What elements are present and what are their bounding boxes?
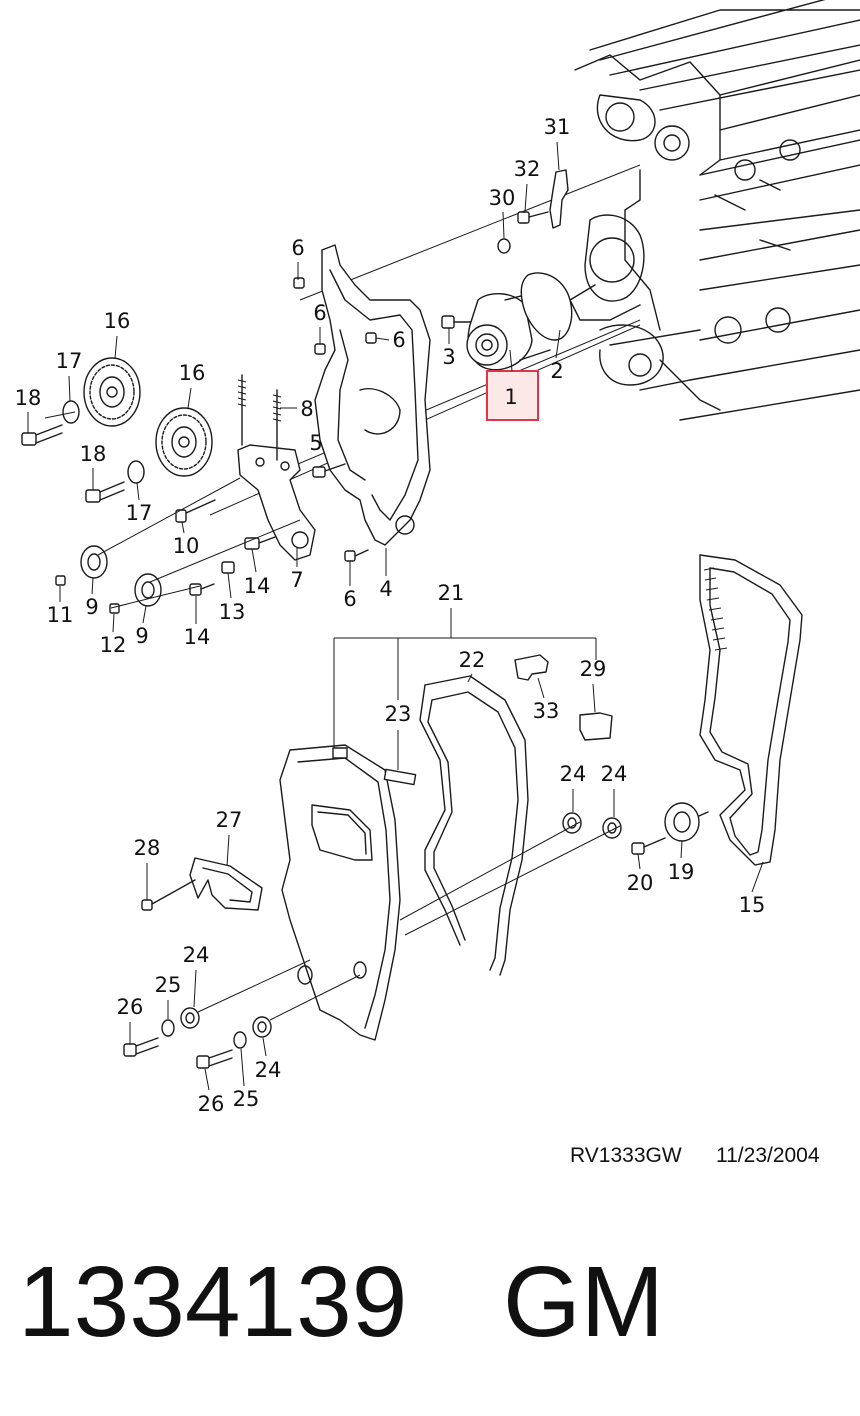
callout-7: 7: [290, 568, 303, 592]
callout-25a: 25: [155, 973, 182, 997]
bolt-32: [517, 211, 549, 224]
callout-33: 33: [533, 699, 560, 723]
reference-date: 11/23/2004: [716, 1144, 820, 1167]
part-number: 1334139: [18, 1246, 407, 1358]
washer-25: [161, 1019, 247, 1049]
callout-23: 23: [385, 702, 412, 726]
gasket-22: [419, 675, 529, 976]
clip-31: [549, 169, 569, 229]
water-pump-gasket: [520, 272, 573, 341]
callout-20: 20: [627, 871, 654, 895]
mount-bracket: [237, 444, 316, 561]
callout-4: 4: [379, 577, 392, 601]
callout-14b: 14: [184, 625, 211, 649]
callout-18a: 18: [15, 386, 42, 410]
callout-24c: 24: [183, 943, 210, 967]
callout-19: 19: [668, 860, 695, 884]
callout-24a: 24: [560, 762, 587, 786]
callout-27: 27: [216, 808, 243, 832]
callout-6a: 6: [291, 236, 304, 260]
cam-gear-1: [83, 357, 141, 427]
callout-labels: 1 2 3 4 5 6 6 6 6 7 8 9 9 10 11 12 13 14…: [15, 115, 766, 1116]
callout-18b: 18: [80, 442, 107, 466]
callout-22: 22: [459, 648, 486, 672]
callout-12: 12: [100, 633, 127, 657]
callout-17a: 17: [56, 349, 83, 373]
clip-29: [579, 712, 613, 741]
callout-24b: 24: [601, 762, 628, 786]
callout-28: 28: [134, 836, 161, 860]
callout-21: 21: [438, 581, 465, 605]
callout-8: 8: [300, 397, 313, 421]
callout-10: 10: [173, 534, 200, 558]
callout-13: 13: [219, 600, 246, 624]
callout-5: 5: [309, 431, 322, 455]
bolt-3: [441, 315, 471, 329]
callout-11: 11: [47, 603, 74, 627]
engine-block: [569, 0, 860, 421]
callout-24d: 24: [255, 1058, 282, 1082]
brand: GM: [503, 1246, 664, 1358]
washer-30: [497, 238, 511, 254]
callout-16b: 16: [179, 361, 206, 385]
bolt-26: [123, 1037, 233, 1069]
callout-32: 32: [514, 157, 541, 181]
callout-9b: 9: [135, 624, 148, 648]
washer-17: [62, 400, 145, 484]
callout-3: 3: [442, 345, 455, 369]
callout-2: 2: [550, 359, 563, 383]
grommet-24: [180, 812, 622, 1038]
callout-29: 29: [580, 657, 607, 681]
callout-17b: 17: [126, 501, 153, 525]
callout-25b: 25: [233, 1087, 260, 1111]
seal-23: [383, 768, 417, 786]
callout-26b: 26: [198, 1092, 225, 1116]
callout-16a: 16: [104, 309, 131, 333]
callout-15: 15: [739, 893, 766, 917]
callout-9a: 9: [85, 595, 98, 619]
cam-gear-2: [155, 407, 213, 477]
callout-6c: 6: [392, 328, 405, 352]
outer-timing-cover: [279, 744, 401, 1041]
reference-code: RV1333GW: [570, 1144, 682, 1167]
bolt-18: [21, 424, 125, 503]
callout-30: 30: [489, 186, 516, 210]
bolt-28: [141, 879, 196, 911]
callout-1: 1: [504, 385, 517, 409]
callout-31: 31: [544, 115, 571, 139]
callout-6b: 6: [313, 301, 326, 325]
highlight-box: [486, 370, 539, 421]
bolt-20: [631, 837, 666, 855]
callout-26a: 26: [117, 995, 144, 1019]
callout-6d: 6: [343, 587, 356, 611]
inner-timing-cover: [314, 244, 431, 546]
tensioner-19: [664, 802, 709, 842]
stud-8: [237, 374, 282, 461]
clip-33: [514, 654, 549, 681]
timing-belt: [699, 554, 803, 866]
callout-14a: 14: [244, 574, 271, 598]
bracket-27: [189, 857, 263, 911]
